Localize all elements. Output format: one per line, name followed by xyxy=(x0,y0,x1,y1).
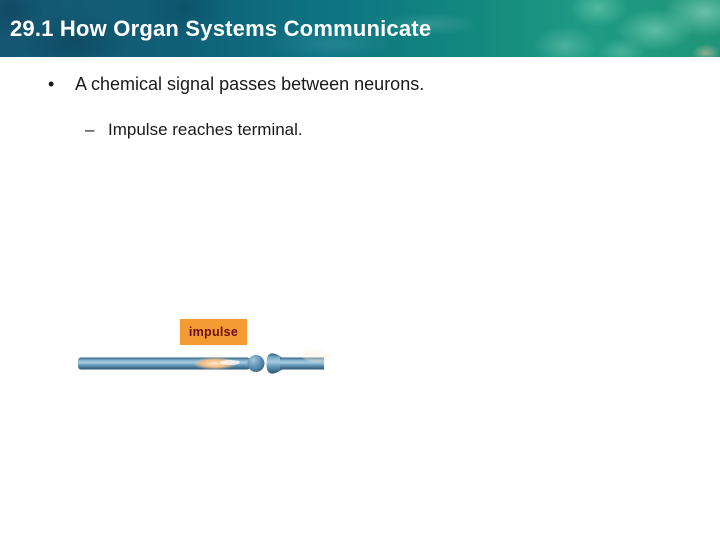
bullet-marker: • xyxy=(48,74,55,94)
faint-glow xyxy=(302,350,330,362)
neuron-axon-illustration xyxy=(78,350,330,374)
dash-marker: – xyxy=(85,120,95,139)
bullet-item-2: – Impulse reaches terminal. xyxy=(0,120,720,140)
impulse-label: impulse xyxy=(180,319,247,345)
bullet-text: Impulse reaches terminal. xyxy=(108,120,303,139)
bullet-text: A chemical signal passes between neurons… xyxy=(75,74,425,94)
receiving-neuron-shaft xyxy=(280,357,324,370)
impulse-glow-streak xyxy=(220,359,240,366)
bullet-item-1: • A chemical signal passes between neuro… xyxy=(0,74,720,95)
axon-terminal-knob xyxy=(247,355,265,372)
impulse-glow xyxy=(185,355,245,372)
slide-title: 29.1 How Organ Systems Communicate xyxy=(10,15,432,41)
slide-header-banner: 29.1 How Organ Systems Communicate xyxy=(0,0,720,57)
receiving-neuron-flare xyxy=(266,353,283,374)
